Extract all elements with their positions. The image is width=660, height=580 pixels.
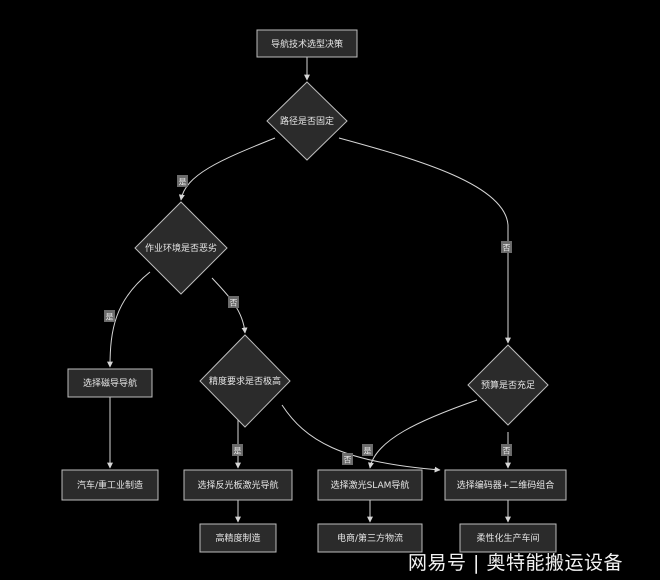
edge-env-to-magnetic (107, 271, 151, 368)
node-flex-workshop: 柔性化生产车间 (459, 523, 557, 553)
svg-text:高精度制造: 高精度制造 (215, 532, 260, 544)
svg-text:导航技术选型决策: 导航技术选型决策 (271, 38, 343, 50)
svg-text:选择编码器+二维码组合: 选择编码器+二维码组合 (457, 479, 555, 491)
svg-text:否: 否 (230, 299, 238, 308)
edge-label-budget-no: 否 (501, 444, 512, 456)
edge-label-prec-no: 否 (342, 453, 353, 465)
decision-env-harsh: 作业环境是否恶劣 (134, 201, 228, 295)
node-magnetic: 选择磁导导航 (67, 368, 153, 398)
svg-text:精度要求是否极高: 精度要求是否极高 (209, 375, 281, 387)
node-reflector-laser: 选择反光板激光导航 (183, 469, 293, 501)
svg-text:路径是否固定: 路径是否固定 (280, 115, 334, 127)
decision-path-fixed: 路径是否固定 (266, 81, 348, 161)
decision-precision-high: 精度要求是否极高 (199, 334, 291, 428)
svg-text:是: 是 (179, 178, 187, 187)
edge-label-env-no: 否 (228, 296, 239, 308)
edge-label-prec-yes: 是 (232, 444, 243, 456)
node-root: 导航技术选型决策 (256, 29, 358, 58)
decision-budget-sufficient: 预算是否充足 (467, 344, 549, 426)
svg-text:作业环境是否恶劣: 作业环境是否恶劣 (145, 242, 217, 254)
svg-text:否: 否 (344, 456, 352, 465)
edge-prec-to-encoder (281, 404, 441, 473)
edge-label-env-yes: 是 (104, 310, 115, 322)
svg-text:否: 否 (503, 244, 511, 253)
svg-text:汽车/重工业制造: 汽车/重工业制造 (77, 479, 143, 491)
edge-path-to-budget (338, 137, 511, 344)
svg-text:是: 是 (106, 313, 114, 322)
node-ecommerce: 电商/第三方物流 (317, 523, 423, 553)
edge-label-path-yes: 是 (177, 175, 188, 187)
node-slam-laser: 选择激光SLAM导航 (317, 469, 423, 501)
svg-text:是: 是 (364, 447, 372, 456)
watermark-text: 网易号 | 奥特能搬运设备 (408, 552, 623, 574)
node-encoder-qr: 选择编码器+二维码组合 (444, 469, 567, 501)
node-high-precision: 高精度制造 (199, 523, 277, 553)
nodes: 导航技术选型决策 路径是否固定 作业环境是否恶劣 精度要求是否极高 预算是否充足… (61, 29, 567, 553)
svg-text:柔性化生产车间: 柔性化生产车间 (476, 532, 539, 544)
svg-text:否: 否 (503, 447, 511, 456)
edge-labels: 是 否 是 否 是 否 是 否 (104, 175, 512, 465)
svg-text:预算是否充足: 预算是否充足 (481, 379, 535, 391)
svg-text:选择磁导导航: 选择磁导导航 (83, 377, 137, 389)
svg-text:电商/第三方物流: 电商/第三方物流 (337, 532, 403, 544)
svg-text:选择激光SLAM导航: 选择激光SLAM导航 (331, 479, 410, 491)
edge-label-path-no: 否 (501, 241, 512, 253)
node-auto-industry: 汽车/重工业制造 (61, 469, 159, 501)
svg-text:选择反光板激光导航: 选择反光板激光导航 (197, 479, 278, 491)
svg-text:是: 是 (234, 447, 242, 456)
edge-label-budget-yes: 是 (362, 444, 373, 456)
edge-budget-to-slam (368, 399, 478, 469)
edge-path-to-env (178, 137, 276, 201)
